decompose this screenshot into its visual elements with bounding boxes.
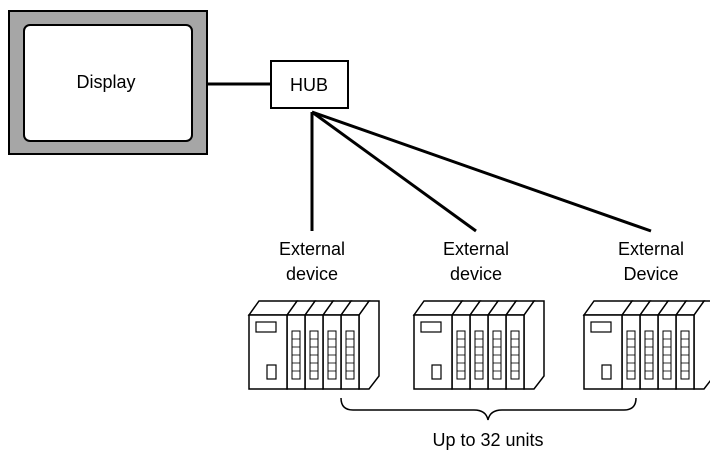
hub-label: HUB (290, 75, 328, 95)
display-screen (23, 24, 193, 142)
device-label-3: External Device (618, 239, 684, 284)
display-unit: Display (8, 10, 208, 155)
plc-device-2 (413, 300, 545, 390)
device-label-1: External device (279, 239, 345, 284)
hub-box (270, 60, 349, 109)
device-3-label-line2: Device (623, 264, 678, 284)
display-label: Display (76, 72, 135, 92)
units-brace (340, 397, 637, 421)
device-label-2: External device (443, 239, 509, 284)
hub-links (310, 110, 652, 233)
brace-label: Up to 32 units (432, 430, 543, 450)
hub-link-device-2 (311, 110, 477, 233)
hub-link-device-3 (311, 110, 652, 233)
device-2-label-line1: External (443, 239, 509, 259)
device-1-label-line1: External (279, 239, 345, 259)
device-3-label-line1: External (618, 239, 684, 259)
plc-device-1 (248, 300, 380, 390)
device-1-label-line2: device (286, 264, 338, 284)
plc-device-3 (583, 300, 710, 390)
device-2-label-line2: device (450, 264, 502, 284)
hub: HUB (270, 60, 349, 109)
